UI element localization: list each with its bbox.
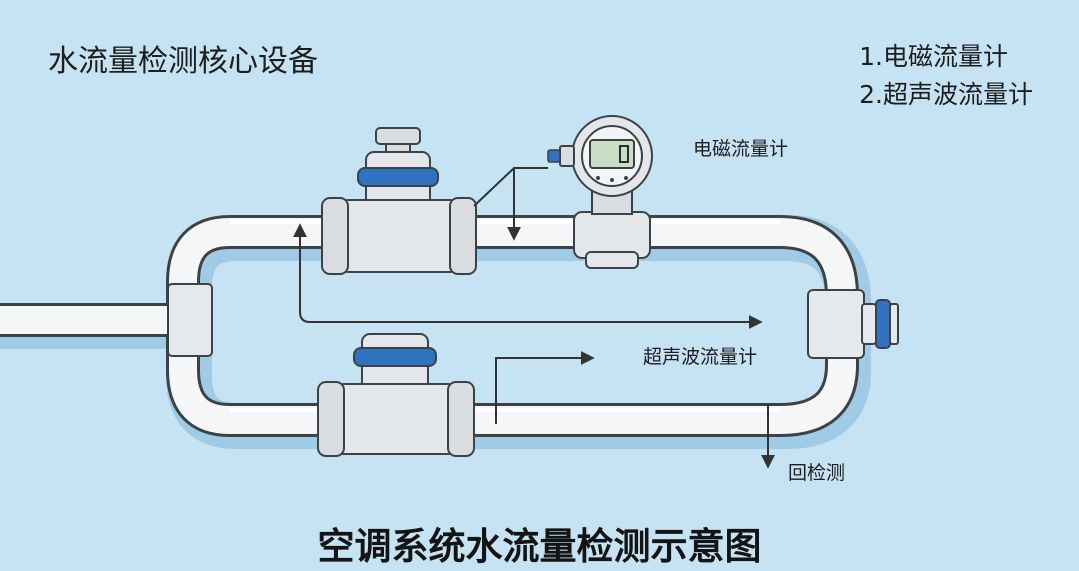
label-ultrasonic: 超声波流量计 (643, 346, 758, 368)
meter-list-item-ultrasonic: 2.超声波流量计 (859, 80, 1033, 109)
meter-list: 1.电磁流量计 2.超声波流量计 (859, 38, 1033, 114)
flow-arrows (293, 167, 775, 469)
meter-list-item-electromagnetic: 1.电磁流量计 (859, 42, 1008, 71)
pipe-loop (0, 215, 871, 449)
left-tee-fitting (167, 283, 213, 357)
electromagnetic-flowmeter (547, 115, 653, 269)
upper-valve (321, 127, 477, 275)
label-return: 回检测 (788, 462, 846, 484)
lower-valve (317, 333, 475, 457)
label-electromagnetic: 电磁流量计 (693, 138, 789, 160)
footer-title: 空调系统水流量检测示意图 (317, 525, 762, 568)
right-tee-fitting (807, 289, 899, 359)
heading: 水流量检测核心设备 (48, 44, 318, 79)
